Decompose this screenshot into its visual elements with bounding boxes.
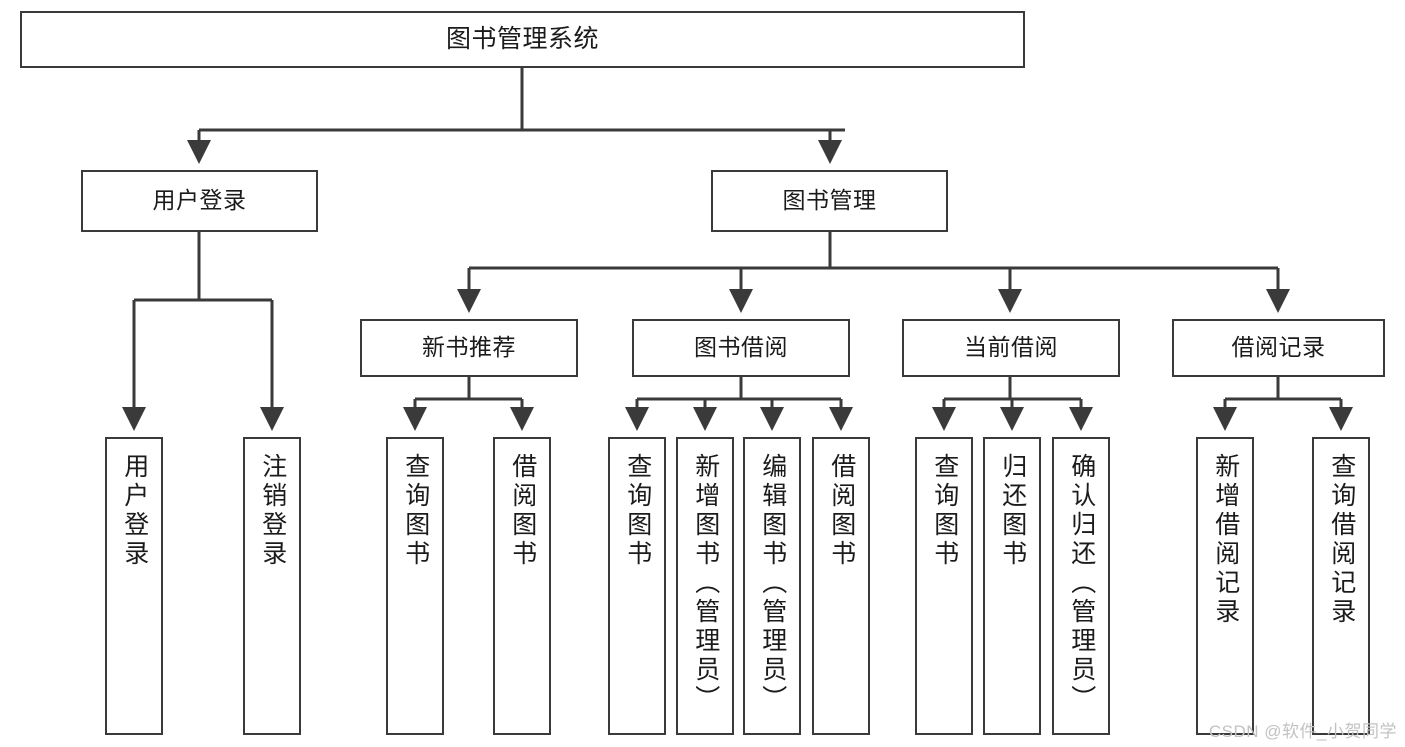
node-borrow-records[interactable]: 借阅记录: [1172, 319, 1385, 377]
node-book-borrow[interactable]: 图书借阅: [632, 319, 850, 377]
node-book-borrow-label: 图书借阅: [694, 334, 788, 361]
leaf-borrow-query-book-label: 查询图书: [623, 453, 652, 569]
leaf-records-query-record-label: 查询借阅记录: [1327, 453, 1356, 627]
node-current-borrow-label: 当前借阅: [964, 334, 1058, 361]
leaf-user-login-logout[interactable]: 注销登录: [243, 437, 301, 735]
node-new-book-recommend-label: 新书推荐: [422, 334, 516, 361]
node-user-login-label: 用户登录: [152, 187, 247, 214]
leaf-new-book-query-label: 查询图书: [401, 453, 430, 569]
leaf-borrow-edit-book-admin[interactable]: 编辑图书（管理员）: [743, 437, 801, 735]
leaf-borrow-borrow-book[interactable]: 借阅图书: [812, 437, 870, 735]
leaf-borrow-add-book-admin[interactable]: 新增图书（管理员）: [676, 437, 734, 735]
node-borrow-records-label: 借阅记录: [1231, 334, 1326, 361]
node-book-manage-label: 图书管理: [782, 187, 877, 214]
leaf-records-add-record[interactable]: 新增借阅记录: [1196, 437, 1254, 735]
leaf-user-login-do-login[interactable]: 用户登录: [105, 437, 163, 735]
leaf-records-add-record-label: 新增借阅记录: [1211, 453, 1240, 627]
leaf-borrow-edit-book-admin-label: 编辑图书（管理员）: [758, 453, 787, 714]
leaf-current-confirm-return-admin[interactable]: 确认归还（管理员）: [1052, 437, 1110, 735]
leaf-current-query-book[interactable]: 查询图书: [915, 437, 973, 735]
leaf-current-confirm-return-admin-label: 确认归还（管理员）: [1067, 453, 1096, 714]
node-book-manage[interactable]: 图书管理: [711, 170, 948, 232]
node-user-login[interactable]: 用户登录: [81, 170, 318, 232]
leaf-new-book-borrow-label: 借阅图书: [508, 453, 537, 569]
leaf-borrow-borrow-book-label: 借阅图书: [827, 453, 856, 569]
leaf-borrow-add-book-admin-label: 新增图书（管理员）: [691, 453, 720, 714]
leaf-user-login-logout-label: 注销登录: [258, 453, 287, 569]
node-new-book-recommend[interactable]: 新书推荐: [360, 319, 578, 377]
leaf-new-book-query[interactable]: 查询图书: [386, 437, 444, 735]
leaf-current-return-book-label: 归还图书: [998, 453, 1027, 569]
leaf-current-return-book[interactable]: 归还图书: [983, 437, 1041, 735]
leaf-borrow-query-book[interactable]: 查询图书: [608, 437, 666, 735]
leaf-new-book-borrow[interactable]: 借阅图书: [493, 437, 551, 735]
node-root-system-label: 图书管理系统: [445, 24, 599, 53]
node-root-system[interactable]: 图书管理系统: [20, 11, 1025, 68]
node-current-borrow[interactable]: 当前借阅: [902, 319, 1120, 377]
leaf-records-query-record[interactable]: 查询借阅记录: [1312, 437, 1370, 735]
leaf-current-query-book-label: 查询图书: [930, 453, 959, 569]
leaf-user-login-do-login-label: 用户登录: [120, 453, 149, 569]
